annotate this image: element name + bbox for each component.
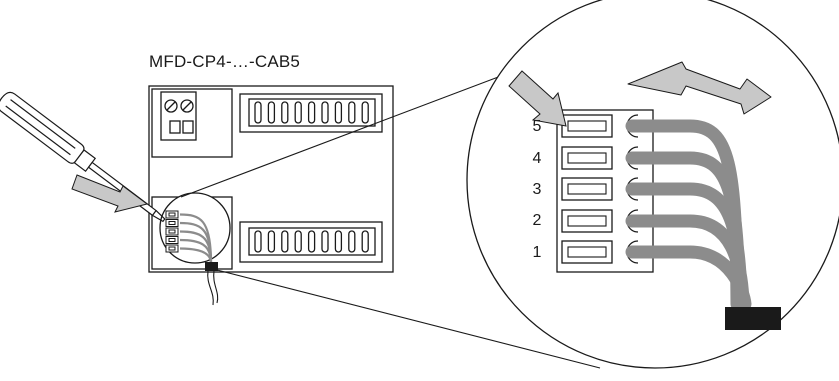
top-strip-slot	[361, 101, 369, 124]
top-connector-strip	[239, 93, 383, 133]
screwdriver-icon	[0, 91, 166, 223]
detail-circle-small	[159, 192, 231, 306]
bottom-strip-slot	[254, 230, 262, 253]
zoom-lines	[180, 67, 601, 369]
terminal-slot	[567, 183, 607, 195]
small-terminal-slot	[168, 246, 176, 251]
double-arrow-icon	[627, 61, 772, 115]
pin-number-4: 4	[532, 150, 542, 167]
small-terminal-slot	[168, 238, 176, 242]
cable-plug	[725, 307, 781, 330]
insert-arrow-icon-large	[508, 70, 567, 127]
top-strip-slot	[254, 101, 262, 124]
terminal-slot	[567, 152, 607, 164]
terminal-slot	[567, 246, 607, 258]
bottom-strip-slot	[334, 230, 343, 253]
bottom-strip-slot	[348, 230, 356, 253]
pin-number-3: 3	[532, 181, 542, 198]
detail-circle-large	[466, 0, 839, 369]
bottom-strip-slot	[361, 230, 369, 253]
pin-number-5: 5	[532, 118, 542, 135]
small-terminal-slot	[168, 229, 176, 234]
pin-number-1: 1	[532, 244, 542, 261]
wire	[625, 245, 752, 311]
top-strip-slot	[348, 101, 356, 124]
top-strip-slot	[321, 101, 329, 124]
bottom-strip-slot	[281, 230, 289, 253]
bottom-strip-slot	[267, 230, 276, 253]
top-strip-slot	[294, 101, 302, 124]
bottom-strip-slot	[321, 230, 329, 253]
bottom-connector-strip	[239, 221, 383, 263]
small-wire	[179, 247, 213, 264]
bottom-strip-slot	[307, 230, 316, 253]
top-terminal-block	[151, 88, 233, 158]
insert-arrow-icon	[71, 174, 149, 213]
top-strip-slot	[307, 101, 316, 124]
small-terminal-slot	[168, 221, 176, 225]
top-strip-slot	[334, 101, 343, 124]
top-strip-slot	[281, 101, 289, 124]
small-terminal-slot	[168, 212, 176, 217]
model-label: MFD-CP4-…-CAB5	[149, 52, 301, 71]
pin-number-2: 2	[532, 212, 542, 229]
terminal-slot	[567, 120, 607, 132]
bottom-strip-slot	[294, 230, 302, 253]
terminal-slot	[567, 215, 607, 227]
top-strip-slot	[267, 101, 276, 124]
